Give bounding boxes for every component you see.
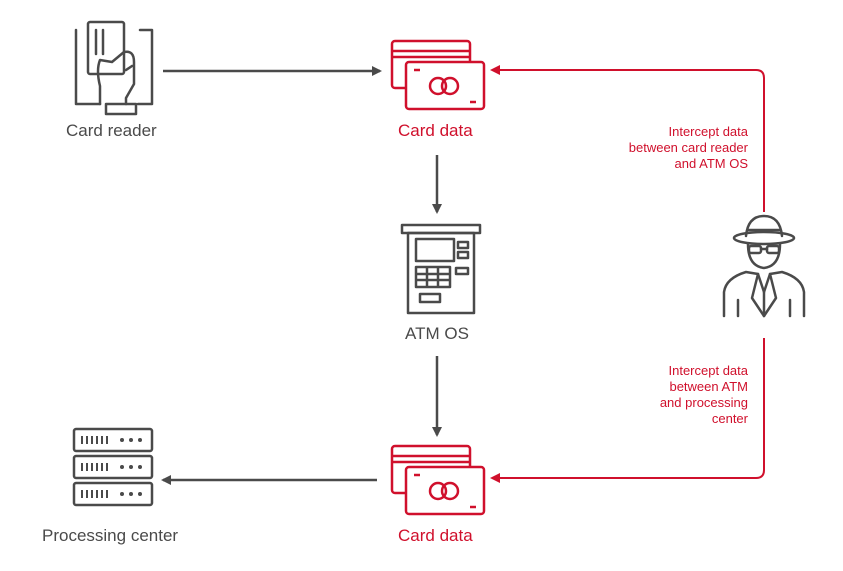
spy-hacker-icon — [722, 214, 806, 318]
processing-center-label: Processing center — [42, 526, 179, 545]
intercept-path-bottom — [490, 338, 765, 483]
intercept-note-top-line: Intercept data — [668, 124, 749, 139]
card-data-bottom-label: Card data — [398, 526, 473, 545]
credit-cards-icon — [390, 39, 486, 111]
intercept-note-bottom: Intercept data between ATM and processin… — [660, 363, 748, 427]
atm-os-label: ATM OS — [405, 324, 469, 343]
intercept-path-top — [490, 65, 765, 212]
intercept-note-top-line: between card reader — [628, 140, 748, 155]
intercept-note-top-line: and ATM OS — [674, 156, 748, 171]
credit-cards-icon — [390, 444, 486, 516]
card-data-top-label: Card data — [398, 121, 473, 140]
intercept-note-bottom-line: Intercept data — [668, 363, 749, 378]
intercept-note-bottom-line: between ATM — [669, 379, 748, 394]
atm-machine-icon — [400, 223, 482, 315]
intercept-note-bottom-line: center — [711, 411, 748, 426]
card-in-hand-icon — [74, 20, 154, 116]
card-reader-label: Card reader — [66, 121, 157, 140]
server-rack-icon — [72, 427, 154, 507]
intercept-note-top: Intercept data between card reader and A… — [629, 124, 748, 172]
intercept-note-bottom-line: and processing — [659, 395, 748, 410]
